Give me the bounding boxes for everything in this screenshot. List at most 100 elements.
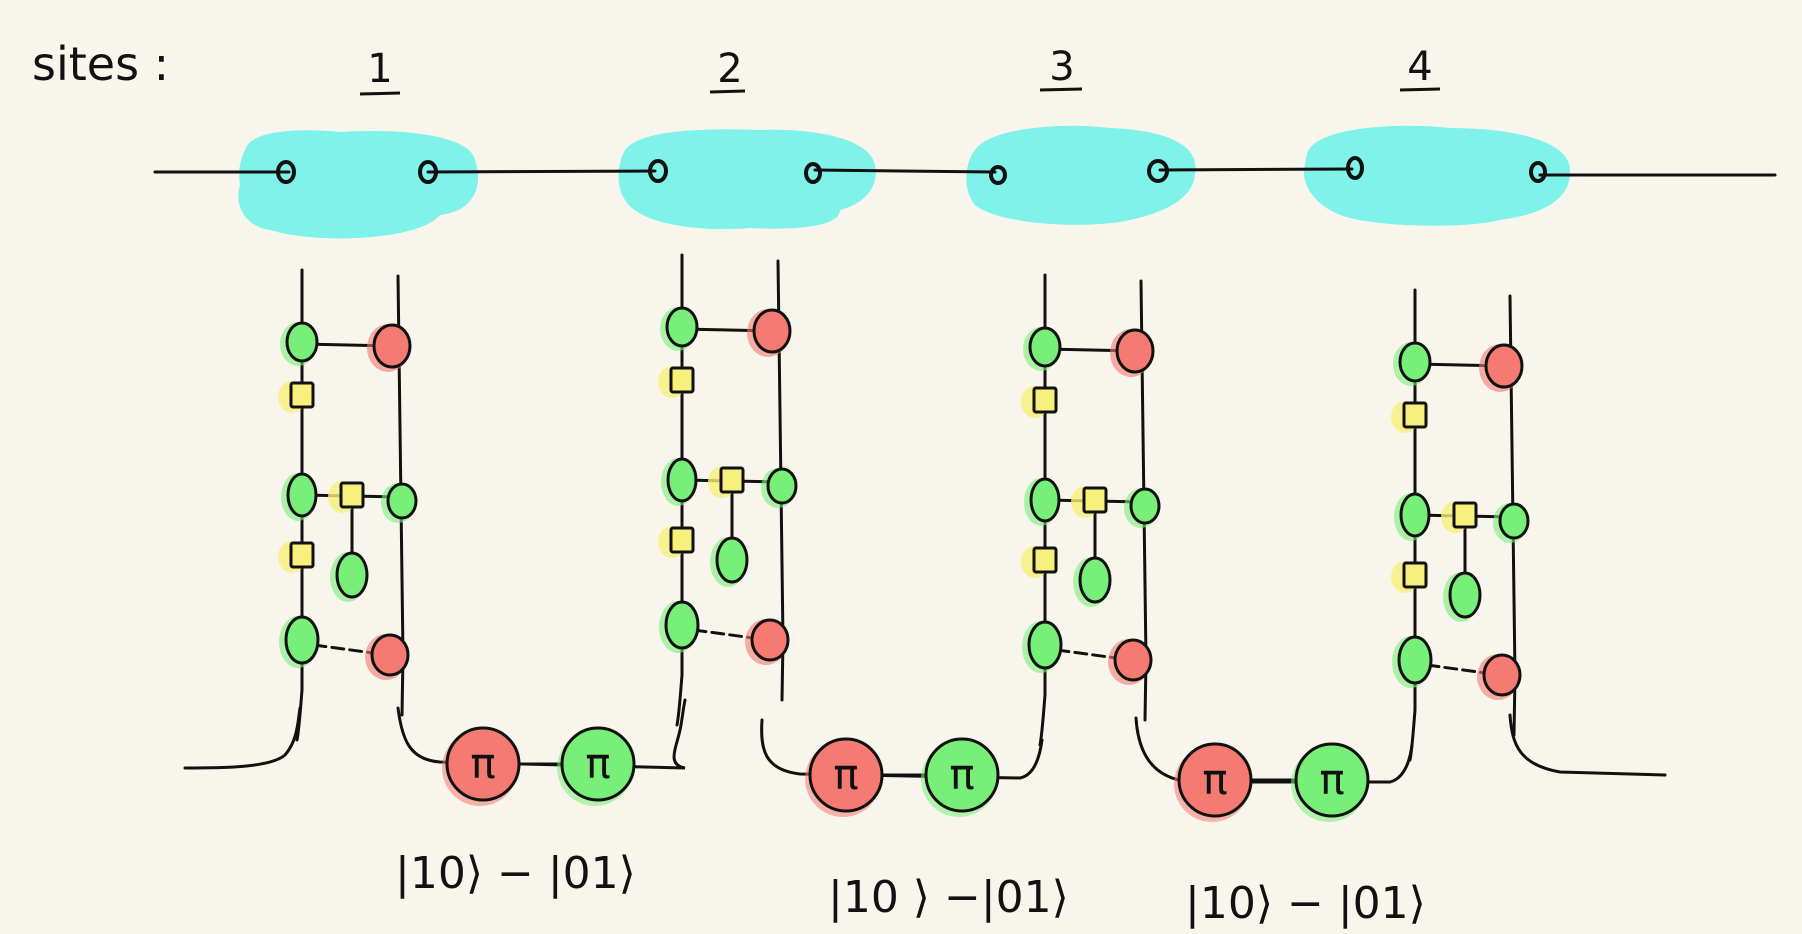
- hadamard-box-mid: [719, 466, 745, 494]
- site-gadget-4: [1391, 288, 1530, 762]
- green-spider-leaf: [335, 551, 369, 599]
- site-blob-3: [966, 125, 1196, 225]
- hadamard-box-lower: [1402, 561, 1428, 589]
- chain-dot-2a: [648, 159, 668, 183]
- green-spider-bottom: [1397, 635, 1433, 685]
- red-spider-bottom: [370, 633, 410, 677]
- green-spider-leaf: [1448, 571, 1482, 619]
- red-spider-top: [1115, 328, 1155, 374]
- hadamard-box-lower: [669, 526, 695, 554]
- green-spider-mid-left: [1029, 477, 1061, 523]
- hadamard-box-lower: [1032, 546, 1058, 574]
- green-pi-spider-label: π: [949, 750, 974, 799]
- site-gadget-1: [278, 268, 418, 742]
- left-output-wire: [183, 706, 302, 770]
- chain-dot-3b: [1147, 159, 1169, 183]
- green-spider-mid-right: [1498, 502, 1530, 540]
- chain-dot-2b: [804, 162, 822, 184]
- red-spider-top: [752, 308, 792, 354]
- green-pi-spider: [1294, 742, 1370, 818]
- green-spider-bottom: [664, 600, 700, 650]
- hadamard-box-lower: [289, 541, 315, 569]
- chain-dot-4a: [1346, 156, 1364, 180]
- green-spider-mid-right: [386, 482, 418, 520]
- chain-link-2-3: [813, 168, 997, 174]
- chain-dot-4b: [1529, 161, 1547, 183]
- red-spider-bottom: [1113, 638, 1153, 682]
- green-spider-top: [285, 321, 319, 363]
- green-spider-leaf: [715, 536, 749, 584]
- chain-dot-3a: [989, 165, 1007, 185]
- green-spider-bottom: [284, 615, 320, 665]
- site-gadgets: [278, 253, 1530, 762]
- green-spider-mid-left: [286, 472, 318, 518]
- hadamard-box-mid: [1082, 486, 1108, 514]
- red-spider-top: [372, 323, 412, 369]
- site-underline-4: [1399, 87, 1441, 92]
- chain-link-1-2: [426, 169, 657, 174]
- red-spider-bottom: [750, 618, 790, 662]
- green-spider-top: [1028, 326, 1062, 368]
- green-pi-spider-label: π: [1319, 755, 1344, 804]
- hadamard-box-mid: [1452, 501, 1478, 529]
- red-pi-spider-label: π: [470, 739, 495, 788]
- site-gadget-3: [1021, 273, 1161, 747]
- green-pi-spider: [924, 737, 1000, 813]
- red-spider-bottom: [1482, 653, 1522, 697]
- green-pi-spider-label: π: [585, 739, 610, 788]
- site-blob-4: [1303, 125, 1571, 226]
- site-gadget-2: [658, 253, 798, 727]
- bell-state-label-3: |10⟩ − |01⟩: [1185, 878, 1426, 929]
- bell-state-label-1: |10⟩ − |01⟩: [395, 848, 636, 899]
- site-blobs: [238, 125, 1571, 239]
- green-spider-leaf: [1078, 556, 1112, 604]
- hadamard-box-upper: [1402, 401, 1428, 429]
- site-number-1: 1: [367, 46, 392, 92]
- site-number-2: 2: [717, 46, 742, 92]
- connection-wire-2-3: [760, 718, 1044, 780]
- red-pi-spider: [1177, 742, 1253, 818]
- green-spider-top: [665, 306, 699, 348]
- hadamard-box-upper: [289, 381, 315, 409]
- green-spider-mid-left: [666, 457, 698, 503]
- red-pi-spider: [808, 737, 884, 813]
- chain-dot-1a: [276, 160, 296, 184]
- site-blob-2: [618, 129, 876, 230]
- site-label-3: 3: [1039, 44, 1083, 92]
- hadamard-box-mid: [339, 481, 365, 509]
- red-pi-spider-label: π: [833, 750, 858, 799]
- site-underline-1: [359, 91, 401, 96]
- red-spider-top: [1484, 343, 1524, 389]
- bell-state-label-2: |10 ⟩ −|01⟩: [828, 872, 1069, 923]
- chain-link-3-4: [1158, 167, 1354, 172]
- green-spider-mid-left: [1399, 492, 1431, 538]
- green-spider-mid-right: [1129, 487, 1161, 525]
- chain-nodes: [276, 156, 1547, 185]
- pi-connection-wires: [183, 698, 1667, 784]
- site-number-4: 4: [1407, 44, 1432, 90]
- site-label-1: 1: [359, 46, 401, 96]
- connection-wire-1-2: [396, 698, 687, 770]
- green-spider-bottom: [1027, 620, 1063, 670]
- red-pi-spider-label: π: [1202, 755, 1227, 804]
- site-label-4: 4: [1399, 44, 1441, 92]
- green-pi-spider: [560, 726, 636, 802]
- site-blob-1: [238, 130, 479, 239]
- left-column-wire: [675, 253, 684, 727]
- red-pi-spider: [445, 726, 521, 802]
- site-number-3: 3: [1049, 44, 1074, 90]
- right-output-wire: [1508, 713, 1667, 777]
- site-underline-2: [709, 89, 746, 94]
- green-spider-top: [1398, 341, 1432, 383]
- hadamard-box-upper: [669, 366, 695, 394]
- sites-label: sites :: [32, 37, 169, 91]
- hadamard-box-upper: [1032, 386, 1058, 414]
- green-spider-mid-right: [766, 467, 798, 505]
- chain-wires: [153, 167, 1777, 177]
